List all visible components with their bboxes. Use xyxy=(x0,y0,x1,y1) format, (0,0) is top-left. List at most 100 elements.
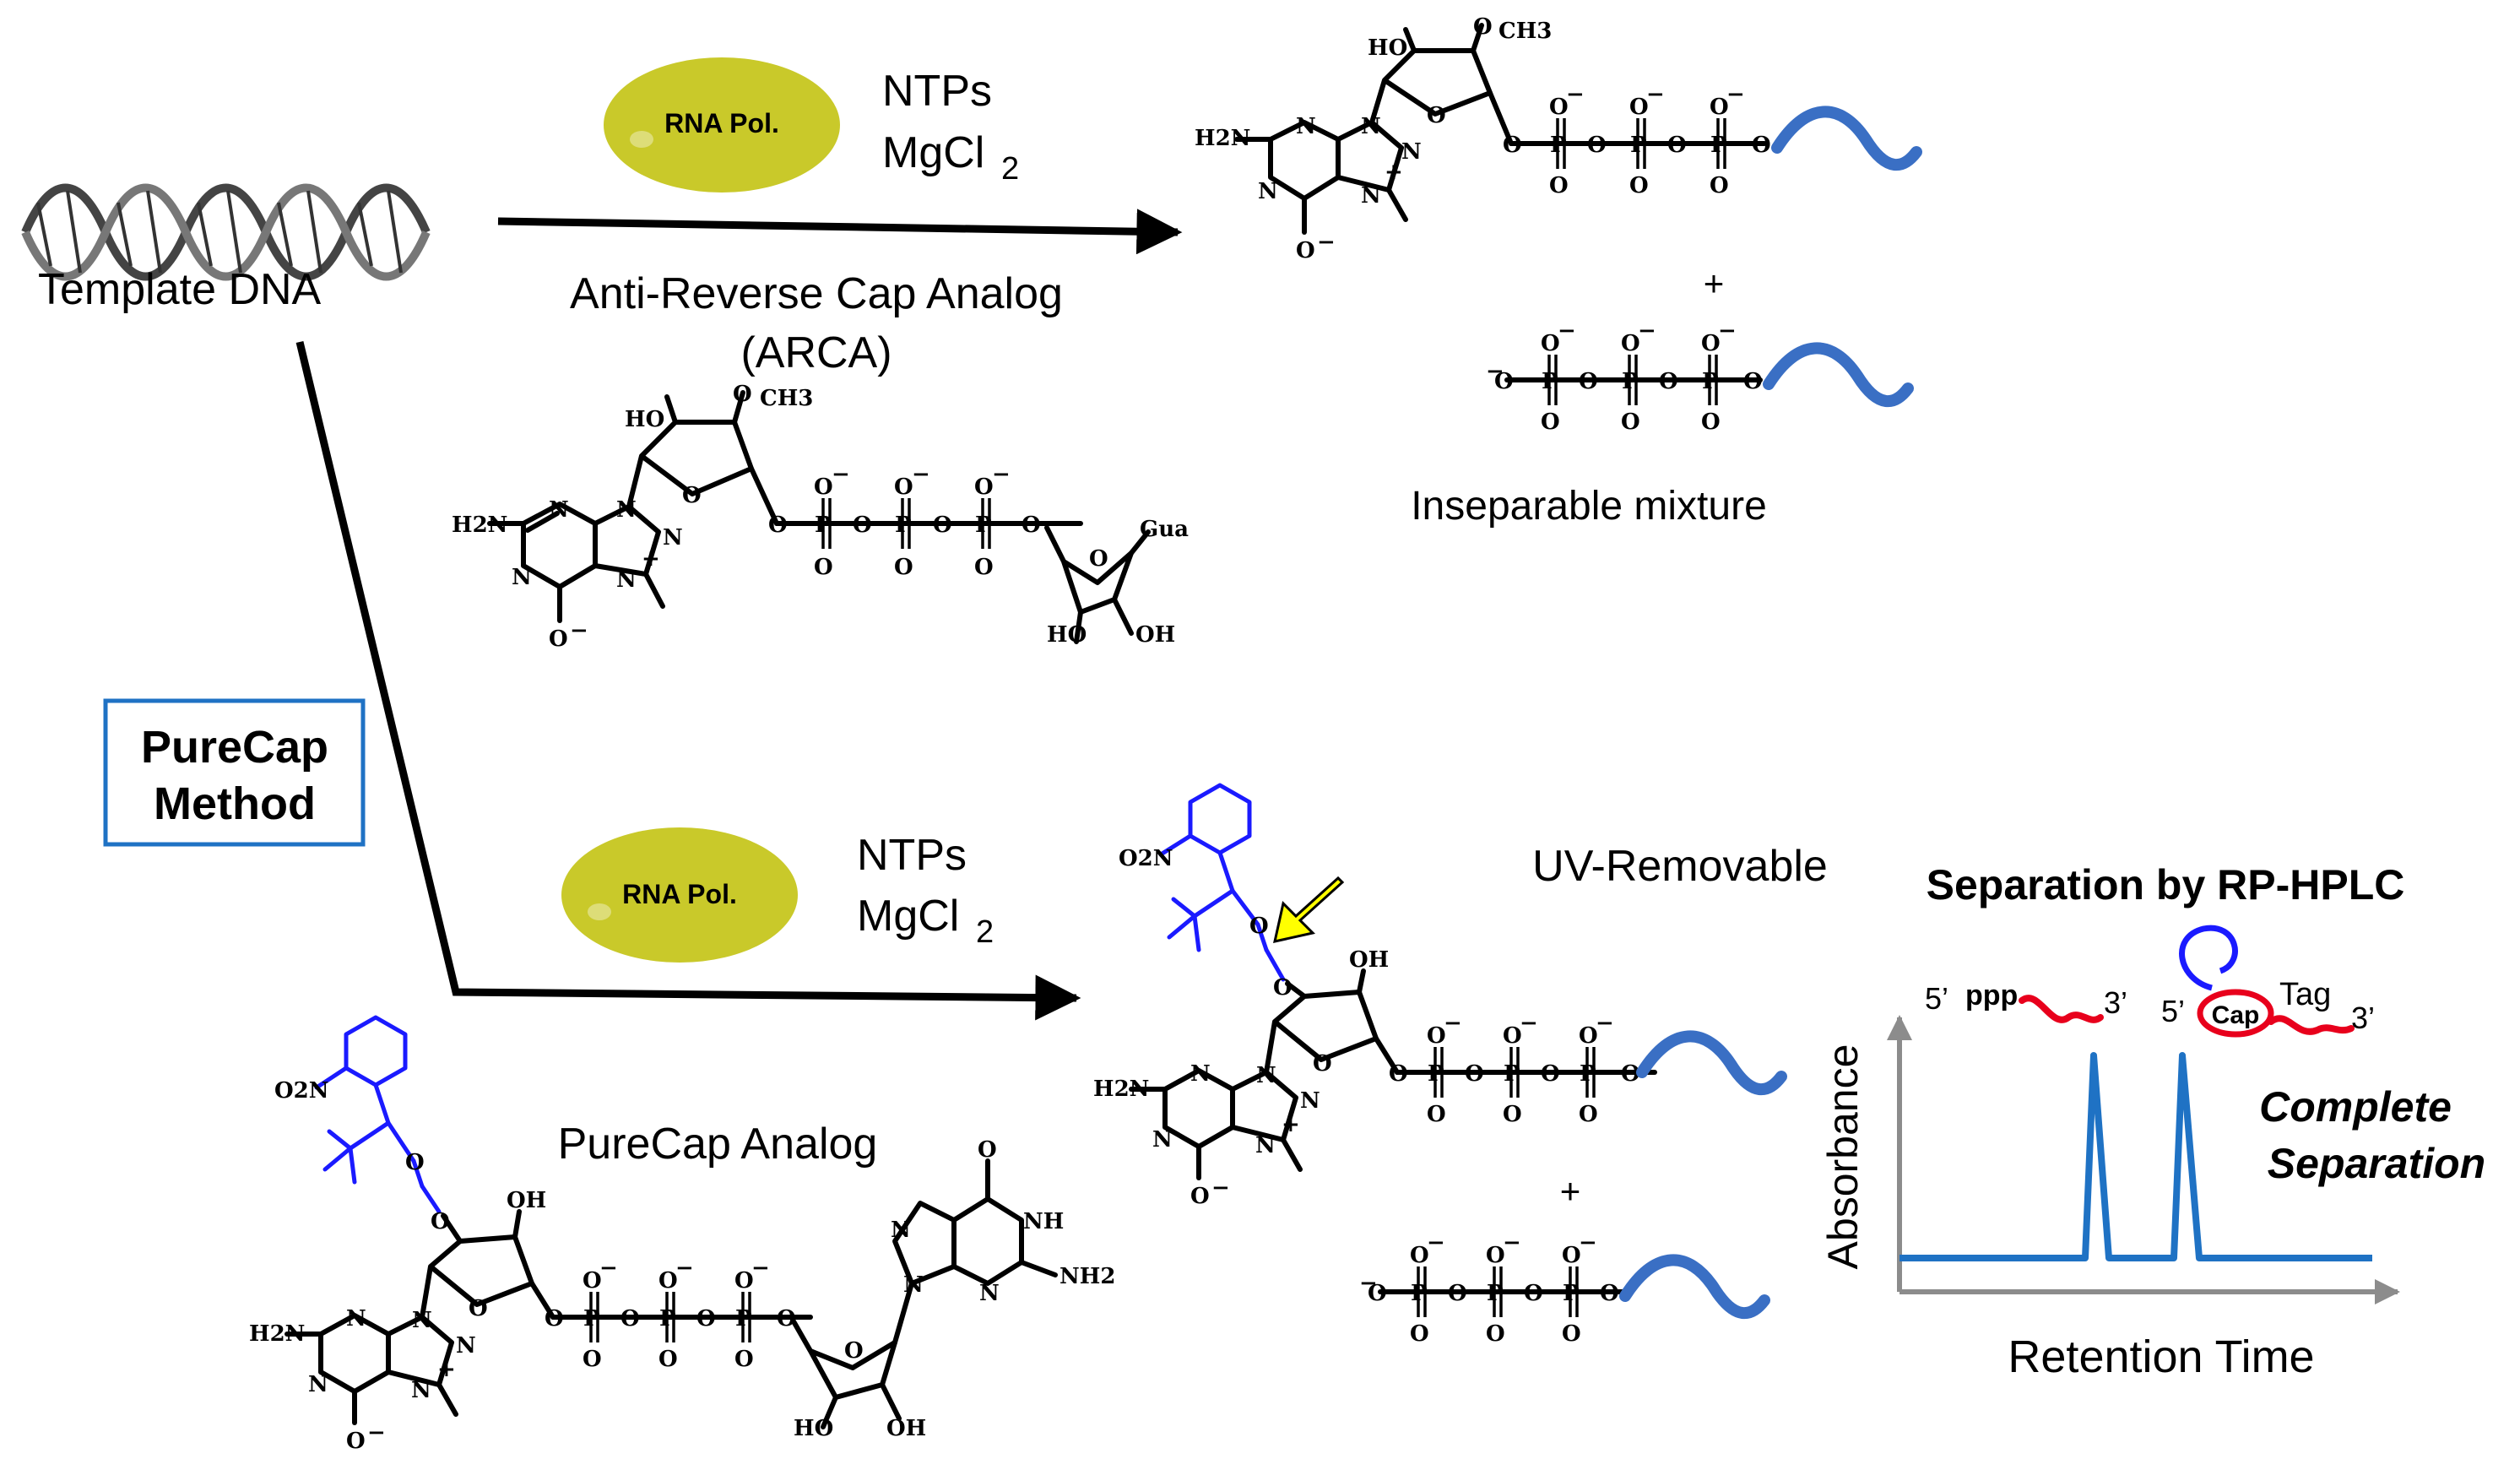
svg-text:P: P xyxy=(1487,1281,1504,1306)
svg-text:N: N xyxy=(1256,1063,1276,1088)
svg-text:O: O xyxy=(894,475,913,500)
x-axis-label: Retention Time xyxy=(2008,1332,2314,1382)
svg-text:O: O xyxy=(1587,133,1607,158)
hplc-title: Separation by RP-HPLC xyxy=(1927,861,2405,908)
svg-text:O: O xyxy=(658,1268,678,1294)
y-axis-label: Absorbance xyxy=(1819,1044,1867,1270)
svg-text:O: O xyxy=(1503,1102,1522,1127)
svg-text:Tag: Tag xyxy=(2279,977,2331,1012)
svg-text:P: P xyxy=(1710,133,1727,158)
svg-text:O: O xyxy=(1667,133,1687,158)
svg-text:−: − xyxy=(1558,318,1576,344)
template-dna-helix xyxy=(21,183,431,281)
svg-text:O: O xyxy=(1486,1243,1505,1268)
top-reaction-arrow xyxy=(497,209,1183,255)
svg-text:NH2: NH2 xyxy=(1059,1264,1115,1289)
svg-text:O: O xyxy=(1494,369,1514,394)
svg-text:O: O xyxy=(1089,546,1108,572)
svg-text:−: − xyxy=(1211,1175,1230,1201)
svg-text:O: O xyxy=(1313,1051,1332,1077)
svg-text:H2N: H2N xyxy=(1093,1077,1149,1102)
svg-text:O: O xyxy=(545,1306,564,1332)
svg-text:O: O xyxy=(1503,1023,1522,1049)
svg-text:O: O xyxy=(583,1268,602,1294)
svg-text:O: O xyxy=(682,483,702,508)
svg-text:2: 2 xyxy=(976,914,994,950)
cap-ellipse-icon xyxy=(2197,989,2274,1038)
svg-text:O: O xyxy=(1427,103,1446,128)
peak1-annotation: 5’ ppp 3’ xyxy=(1925,979,2127,1023)
svg-text:−: − xyxy=(1638,318,1656,344)
reagent-mgcl2-bottom: MgCl 2 xyxy=(857,892,994,950)
svg-text:O: O xyxy=(814,555,833,580)
reagent-ntps-top: NTPs xyxy=(882,67,992,116)
svg-text:HO: HO xyxy=(625,407,664,432)
svg-text:+: + xyxy=(642,546,660,572)
svg-text:O: O xyxy=(1541,331,1560,356)
svg-text:−: − xyxy=(1359,1271,1378,1296)
svg-text:−: − xyxy=(912,462,930,487)
svg-text:−: − xyxy=(751,1256,770,1281)
method-label-line1: PureCap xyxy=(141,722,328,773)
svg-text:P: P xyxy=(1630,133,1647,158)
svg-text:−: − xyxy=(1486,359,1504,384)
svg-text:CH3: CH3 xyxy=(760,386,813,411)
svg-text:P: P xyxy=(1504,1061,1520,1087)
svg-text:O: O xyxy=(621,1306,640,1332)
purecap-analog-label: PureCap Analog xyxy=(558,1120,878,1169)
svg-text:N: N xyxy=(1258,179,1278,204)
svg-text:O: O xyxy=(1427,1023,1446,1049)
svg-text:O: O xyxy=(1659,369,1678,394)
svg-text:N: N xyxy=(891,1218,911,1243)
svg-text:O: O xyxy=(1503,133,1522,158)
svg-text:5’: 5’ xyxy=(1925,981,1948,1016)
svg-text:N: N xyxy=(1361,114,1381,139)
svg-text:N: N xyxy=(1152,1127,1173,1153)
purecap-method-box: PureCap Method xyxy=(103,698,366,847)
svg-text:−: − xyxy=(1427,1230,1445,1256)
svg-text:O: O xyxy=(1486,1321,1505,1347)
svg-text:N: N xyxy=(1255,1133,1276,1158)
svg-text:−: − xyxy=(570,618,588,643)
svg-text:P: P xyxy=(1563,1281,1580,1306)
svg-text:NH: NH xyxy=(1023,1209,1064,1234)
svg-text:O: O xyxy=(583,1347,602,1372)
uncapped-mrna-product-bottom: O− PO−OO PO−OO PO−OO xyxy=(1359,1230,1770,1347)
result-label-line1: Complete xyxy=(2259,1083,2452,1131)
svg-text:O: O xyxy=(1562,1321,1581,1347)
uncapped-mrna-product-top: O− PO−OO PO−OO PO−OO xyxy=(1486,318,1914,435)
svg-text:−: − xyxy=(1718,318,1737,344)
svg-text:O: O xyxy=(1629,173,1649,198)
svg-text:Cap: Cap xyxy=(2212,1001,2260,1029)
arca-label-line2: (ARCA) xyxy=(740,328,891,377)
svg-text:O: O xyxy=(1579,1102,1598,1127)
svg-text:O: O xyxy=(1473,14,1493,40)
svg-text:N: N xyxy=(346,1306,366,1332)
svg-text:O: O xyxy=(768,513,788,538)
svg-text:O: O xyxy=(1743,369,1763,394)
purecap-mrna-product: O2N O O H2N N N N N N + O − OH O O PO−OO… xyxy=(1093,783,1787,1209)
svg-text:P: P xyxy=(1411,1281,1428,1306)
svg-text:O: O xyxy=(658,1347,678,1372)
svg-text:HO: HO xyxy=(1368,35,1407,61)
svg-text:+: + xyxy=(1282,1112,1300,1137)
svg-text:MgCl: MgCl xyxy=(857,892,959,941)
svg-text:O: O xyxy=(1629,95,1649,120)
svg-text:N: N xyxy=(456,1333,476,1359)
svg-text:−: − xyxy=(1503,1230,1521,1256)
svg-text:O: O xyxy=(1600,1281,1619,1306)
svg-text:P: P xyxy=(659,1306,676,1332)
svg-text:O: O xyxy=(1249,914,1269,939)
svg-text:O: O xyxy=(696,1306,716,1332)
svg-text:P: P xyxy=(815,513,832,538)
svg-text:−: − xyxy=(1566,82,1585,107)
inseparable-mixture-label: Inseparable mixture xyxy=(1411,484,1767,529)
svg-text:−: − xyxy=(1579,1230,1597,1256)
svg-text:H2N: H2N xyxy=(1195,126,1250,151)
svg-text:ppp: ppp xyxy=(1965,979,2018,1012)
rna-strand-red-icon xyxy=(2268,1015,2355,1035)
svg-text:O: O xyxy=(974,475,994,500)
rna-polymerase-bottom: RNA Pol. xyxy=(561,827,798,963)
svg-text:O: O xyxy=(1541,409,1560,435)
svg-text:O: O xyxy=(978,1137,997,1163)
